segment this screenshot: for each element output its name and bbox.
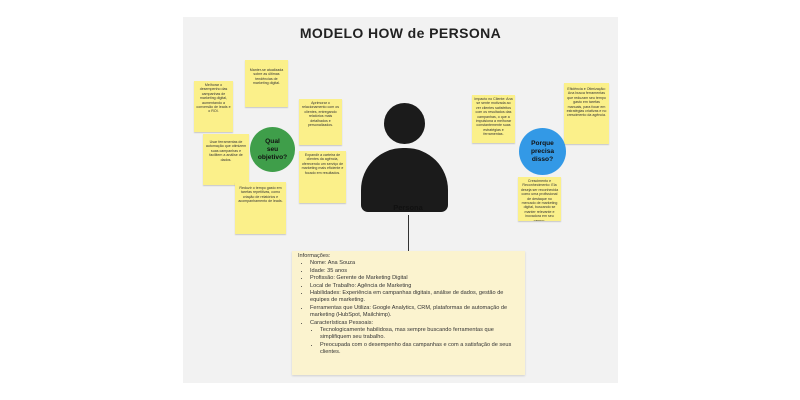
info-item: Profissão: Gerente de Marketing Digital [310,275,519,282]
sticky-note-automation-tools[interactable]: Usar ferramentas de automação que otimiz… [203,134,249,185]
info-item: Nome: Ana Souza [310,260,519,267]
board-title: MODELO HOW de PERSONA [299,25,502,41]
goal-circle[interactable]: Qual seu objetivo? [250,127,295,172]
sticky-note-growth-recognition[interactable]: Crescimento e Reconhecimento: Ela deseja… [518,177,561,221]
info-item: Características Pessoais: [310,319,374,326]
sticky-note-stay-updated[interactable]: Manter-se atualizada sobre as últimas te… [245,60,288,107]
info-item: Habilidades: Experiência em campanhas di… [310,290,519,305]
info-sublist: Tecnologicamente habilidosa, mas sempre … [310,327,519,357]
sticky-note-improve-performance[interactable]: Melhorar o desempenho das campanhas de m… [194,81,233,132]
sticky-note-reduce-time[interactable]: Reduzir o tempo gasto em tarefas repetit… [235,182,286,234]
info-heading: Informações: [298,253,331,259]
need-circle[interactable]: Porque precisa disso? [519,128,566,175]
person-body-icon [361,148,448,212]
sticky-note-client-impact[interactable]: Impacto no Cliente: Ana se sente motivad… [472,95,515,143]
person-label: Persona [393,203,423,212]
info-subitem: Tecnologicamente habilidosa, mas sempre … [320,327,519,342]
sticky-note-efficiency[interactable]: Eficiência e Otimização: Ana busca ferra… [564,83,609,144]
sticky-note-expand-clients[interactable]: Expandir a carteira de clientes da agênc… [299,151,346,203]
connector-line [408,215,409,251]
person-head-icon [384,103,425,144]
info-list: Nome: Ana Souza Idade: 35 anos Profissão… [298,260,519,356]
info-item-characteristics: Características Pessoais: Tecnologicamen… [310,320,519,357]
sticky-note-client-relationship[interactable]: Aprimorar o relacionamento com os client… [299,99,342,145]
persona-board: MODELO HOW de PERSONA Melhorar o desempe… [183,17,618,383]
persona-info-box: Informações: Nome: Ana Souza Idade: 35 a… [292,251,525,375]
info-item: Local de Trabalho: Agência de Marketing [310,283,519,290]
info-item: Ferramentas que Utiliza: Google Analytic… [310,305,519,320]
info-subitem: Preocupada com o desempenho das campanha… [320,342,519,357]
info-item: Idade: 35 anos [310,268,519,275]
